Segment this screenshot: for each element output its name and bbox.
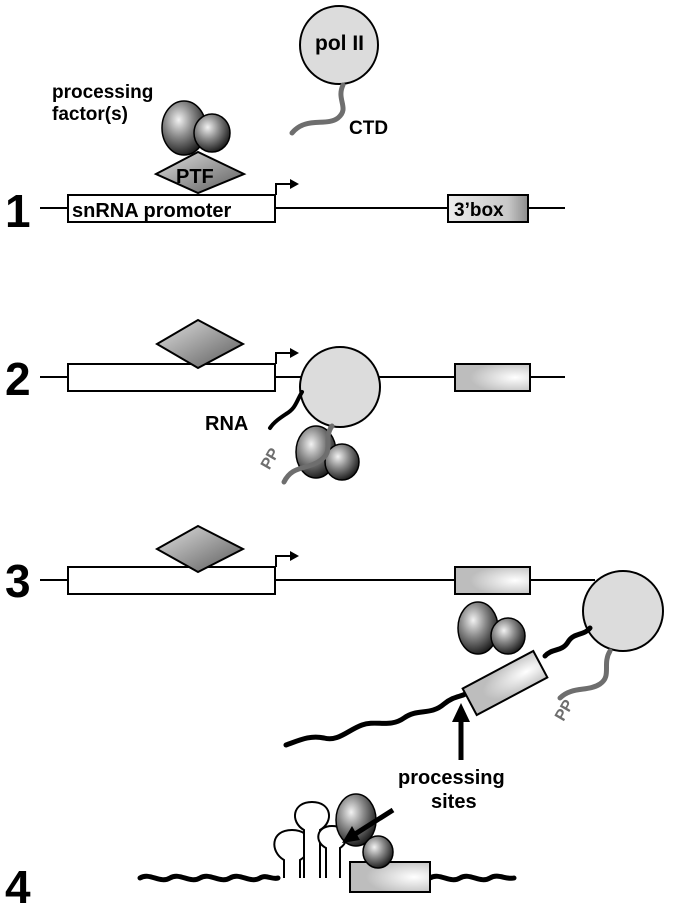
rna-strand-4-left <box>137 873 281 883</box>
tss-arrow-1 <box>275 183 290 195</box>
step-number-2: 2 <box>5 353 31 405</box>
rna-strand-3a <box>283 687 473 748</box>
pp-label-3: PP <box>552 697 578 724</box>
pp-label-2: PP <box>258 445 284 472</box>
cleavage-arrow <box>350 807 395 839</box>
tss-arrowhead-2 <box>290 348 299 358</box>
pol-ii-circle-3 <box>582 570 664 652</box>
pol-ii-circle-2 <box>299 346 381 428</box>
three-box-3 <box>454 566 531 595</box>
step-number-4: 4 <box>5 861 31 909</box>
step-2: 2 RNA PP <box>5 318 565 485</box>
three-box-element <box>447 194 529 223</box>
rna-3box-4 <box>349 861 431 893</box>
promoter-box-2 <box>67 363 276 392</box>
processing-arrowhead-up <box>452 703 470 722</box>
processing-factors-label-line1: processing <box>52 82 153 103</box>
step-3: 3 PP processing sites <box>5 524 664 813</box>
ctd-label: CTD <box>349 118 388 139</box>
ctd-tail-1 <box>289 82 346 136</box>
tss-arrow-2 <box>275 352 290 364</box>
processing-factor-small-2 <box>324 443 360 481</box>
rna-strand-2 <box>268 390 304 430</box>
tss-arrowhead-3 <box>290 551 299 561</box>
processing-sites-label-line1: processing <box>398 767 505 789</box>
three-box-label: 3’box <box>454 200 504 221</box>
ctd-tail-2 <box>281 423 335 485</box>
ptf-label: PTF <box>176 166 214 188</box>
ptf-diamond-3 <box>154 524 246 574</box>
snrna-promoter-box <box>67 194 276 223</box>
tss-arrowhead-1 <box>290 179 299 189</box>
rna-strand-4-right <box>427 873 517 883</box>
step-number-1: 1 <box>5 185 31 237</box>
step-number-3: 3 <box>5 555 31 607</box>
rna-strand-3b <box>542 625 593 659</box>
promoter-box-3 <box>67 566 276 595</box>
processing-factor-small-4 <box>362 835 394 869</box>
processing-sites-label-line2: sites <box>431 791 477 813</box>
three-box-2 <box>454 363 531 392</box>
pol-ii-circle <box>299 5 379 85</box>
tss-arrow-3 <box>275 555 290 567</box>
processing-factor-small-3 <box>490 617 526 655</box>
rna-3box-3 <box>461 649 549 717</box>
snrna-promoter-label: snRNA promoter <box>72 200 231 222</box>
ptf-diamond-2 <box>155 318 246 370</box>
step-4: 4 <box>5 793 517 909</box>
stem-loop-3 <box>317 824 348 878</box>
cleavage-arrowhead <box>342 826 360 843</box>
stem-loop-2 <box>294 800 330 878</box>
rna-label: RNA <box>205 413 248 435</box>
pol-ii-label: pol II <box>315 32 364 55</box>
ctd-tail-3 <box>557 648 613 701</box>
processing-factors-label-line2: factor(s) <box>52 104 128 125</box>
ptf-diamond <box>153 150 247 195</box>
step-1: 1 snRNA promoter 3’box PTF processing fa… <box>5 5 565 237</box>
processing-factor-small <box>193 113 231 153</box>
